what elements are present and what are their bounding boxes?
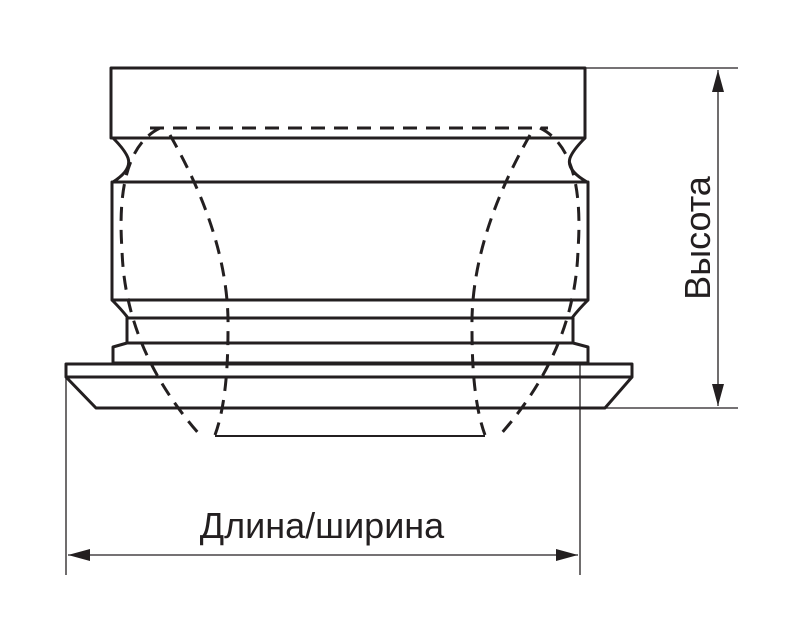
top-cap [109,66,587,140]
hidden-inner-left [168,134,230,436]
hidden-inner-right [470,134,532,436]
hidden-lines [119,126,581,437]
height-dimension: Высота [586,67,738,409]
hidden-outer-left [119,126,202,436]
lower-ring [125,316,575,345]
hidden-outer-right [498,126,581,436]
width-dimension: Длина/ширина [65,364,581,575]
height-label: Высота [677,175,718,300]
base-ring [111,341,590,365]
width-label: Длина/ширина [200,505,445,546]
body-band [110,180,590,302]
neck-profile [111,136,588,184]
flange-bevel [64,375,634,410]
lower-taper [110,298,590,320]
column-base-outline [64,66,634,410]
